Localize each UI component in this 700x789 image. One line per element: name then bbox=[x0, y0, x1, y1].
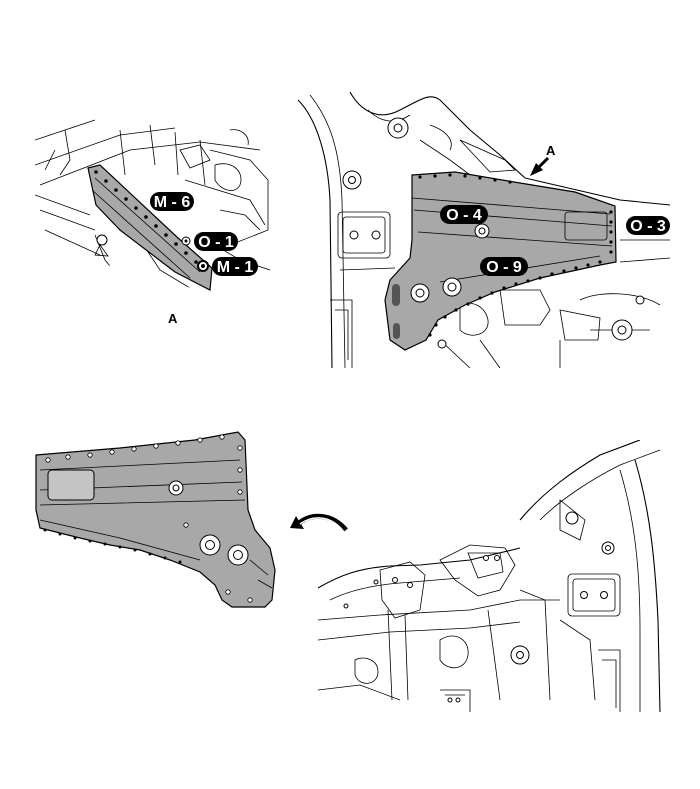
view-letter-top-left: A bbox=[168, 311, 178, 326]
svg-text:M - 1: M - 1 bbox=[217, 259, 254, 276]
top-right-main-view: A O - 4 O - 3 O - 9 bbox=[298, 91, 670, 368]
svg-text:O - 1: O - 1 bbox=[198, 234, 234, 251]
removed-panel-holes bbox=[45, 434, 253, 603]
view-direction-arrow-icon bbox=[530, 156, 550, 176]
callout-o4: O - 4 bbox=[440, 205, 488, 224]
bottom-right-view bbox=[318, 440, 661, 712]
svg-text:O - 3: O - 3 bbox=[630, 218, 666, 235]
callout-m6: M - 6 bbox=[150, 192, 194, 211]
panel-weld-dots bbox=[418, 173, 613, 337]
callout-m1: M - 1 bbox=[197, 257, 258, 276]
rotate-arrow-icon bbox=[290, 513, 348, 533]
svg-text:M - 6: M - 6 bbox=[154, 194, 191, 211]
svg-text:O - 4: O - 4 bbox=[446, 207, 482, 224]
view-letter-top-right: A bbox=[546, 143, 556, 158]
bottom-left-removed-part bbox=[35, 431, 348, 608]
callout-o3: O - 3 bbox=[626, 216, 670, 235]
callout-o9: O - 9 bbox=[480, 257, 528, 276]
flange-weld-dots bbox=[94, 170, 198, 264]
callout-o1: O - 1 bbox=[181, 232, 238, 251]
svg-text:O - 9: O - 9 bbox=[486, 259, 522, 276]
removed-panel-part bbox=[35, 431, 276, 608]
top-left-detail-view: M - 6 O - 1 M - 1 A bbox=[35, 119, 271, 326]
removed-panel-weld-dots bbox=[43, 528, 182, 564]
